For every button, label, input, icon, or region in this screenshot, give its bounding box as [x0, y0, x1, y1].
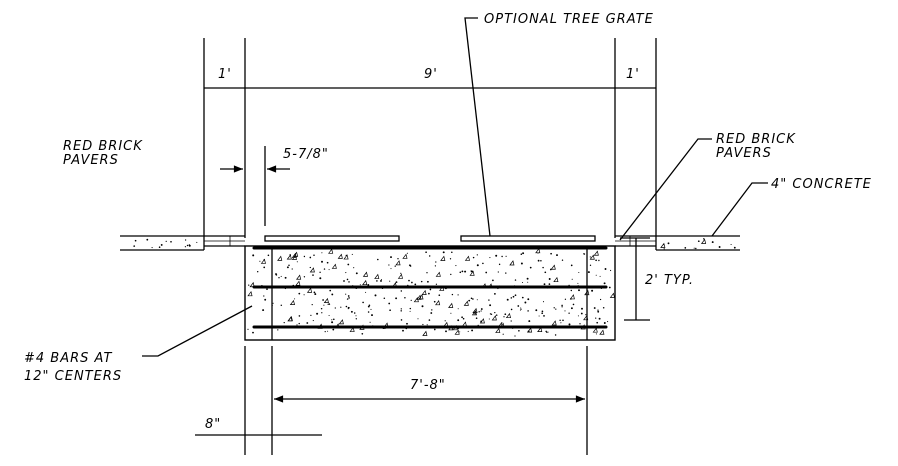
pavers-right-label-line1: RED BRICK: [716, 132, 796, 147]
concrete-footing: [244, 245, 616, 341]
bars-leader: [142, 305, 253, 357]
bars-label-line1: #4 BARS AT: [24, 351, 112, 366]
tree-grate-label: OPTIONAL TREE GRATE: [484, 12, 654, 27]
concrete-leader: [711, 182, 768, 237]
bottom-dimension-lines: [195, 346, 588, 455]
depth-typ-label: 2' TYP.: [645, 273, 694, 288]
dimension-9ft-label: 9': [424, 67, 438, 82]
sidewalk-left: [120, 235, 245, 251]
dimension-left-1ft-label: 1': [218, 67, 232, 82]
dimension-2ft: [620, 237, 650, 321]
pavers-right-label-line2: PAVERS: [716, 146, 772, 161]
pavers-left-label-line2: PAVERS: [63, 153, 119, 168]
bars-label-line2: 12" CENTERS: [24, 369, 122, 384]
dimension-5-7-8-label: 5-7/8": [283, 147, 329, 162]
concrete-stipple: [133, 238, 736, 337]
dimension-right-1ft-label: 1': [626, 67, 640, 82]
dimension-5-7-8: [220, 146, 290, 226]
top-dimension-lines: [203, 38, 657, 250]
pavers-left-label-line1: RED BRICK: [63, 139, 143, 154]
concrete-label: 4" CONCRETE: [771, 177, 872, 192]
tree-grate-leader: [464, 17, 491, 237]
dimension-7-8-label: 7'-8": [410, 378, 446, 393]
dimension-8in-label: 8": [205, 417, 221, 432]
right-pavers-leader: [619, 138, 712, 241]
tree-grate: [264, 235, 596, 242]
